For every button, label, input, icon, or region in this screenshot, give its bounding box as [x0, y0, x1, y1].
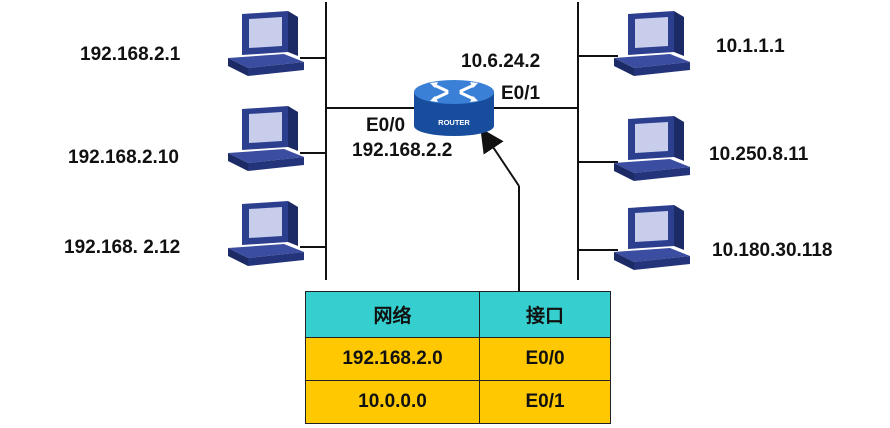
computer-icon [614, 116, 690, 181]
router-label: ROUTER [438, 118, 470, 127]
host-ip-label: 192.168.2.10 [68, 147, 179, 168]
computer-icon [228, 11, 304, 76]
computer-icon [614, 205, 690, 270]
host-ip-label: 192.168.2.1 [80, 44, 181, 65]
table-row: 192.168.2.0 E0/0 [305, 337, 611, 381]
table-header-row: 网络 接口 [305, 291, 611, 338]
e0-interface-label: E0/0 [366, 115, 406, 136]
host-ip-label: 10.180.30.118 [712, 240, 833, 261]
e0-ip-label: 192.168.2.2 [352, 140, 453, 161]
host-ip-label: 10.1.1.1 [716, 36, 785, 57]
e1-interface-label: E0/1 [501, 83, 541, 104]
host-ip-label: 10.250.8.11 [709, 144, 809, 165]
table-row: 10.0.0.0 E0/1 [305, 380, 611, 424]
computer-icon [614, 11, 690, 76]
e1-ip-label: 10.6.24.2 [461, 51, 541, 72]
column-header: 接口 [479, 291, 611, 338]
column-header: 网络 [305, 291, 480, 338]
host-ip-label: 192.168. 2.12 [64, 237, 181, 258]
router-icon: ROUTER [414, 80, 494, 136]
network-cell: 10.0.0.0 [305, 380, 480, 424]
pointer-arrow [480, 128, 520, 187]
network-cell: 192.168.2.0 [305, 337, 480, 381]
interface-cell: E0/1 [479, 380, 611, 424]
computer-icon [228, 106, 304, 171]
computer-icon [228, 201, 304, 266]
routing-table: 网络 接口 192.168.2.0 E0/0 10.0.0.0 E0/1 [305, 291, 611, 424]
interface-cell: E0/0 [479, 337, 611, 381]
